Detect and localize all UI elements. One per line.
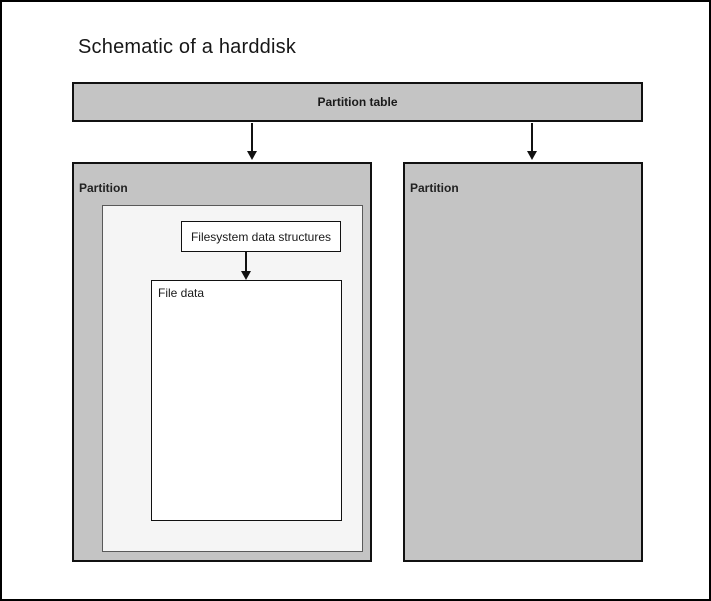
arrowhead-down-icon [241, 271, 251, 280]
diagram-title: Schematic of a harddisk [78, 36, 297, 58]
filesystem-region: Filesystem data structures File data [102, 205, 363, 552]
left-partition-label: Partition [79, 181, 128, 195]
file-data-node: File data [151, 280, 342, 521]
arrow-filesystem-to-filedata [240, 252, 252, 280]
arrow-shaft [531, 123, 533, 151]
arrowhead-down-icon [527, 151, 537, 160]
arrow-shaft [251, 123, 253, 151]
arrowhead-down-icon [247, 151, 257, 160]
right-partition-node: Partition [403, 162, 643, 562]
arrow-table-to-left-partition [246, 123, 258, 160]
partition-table-label: Partition table [317, 95, 398, 109]
arrow-shaft [245, 252, 247, 271]
right-partition-label: Partition [410, 181, 459, 195]
left-partition-node: Partition Filesystem data structures Fil… [72, 162, 372, 562]
file-data-label: File data [158, 286, 205, 300]
filesystem-data-structures-label: Filesystem data structures [190, 229, 332, 244]
filesystem-data-structures-node: Filesystem data structures [181, 221, 341, 252]
partition-table-node: Partition table [72, 82, 643, 122]
arrow-table-to-right-partition [526, 123, 538, 160]
